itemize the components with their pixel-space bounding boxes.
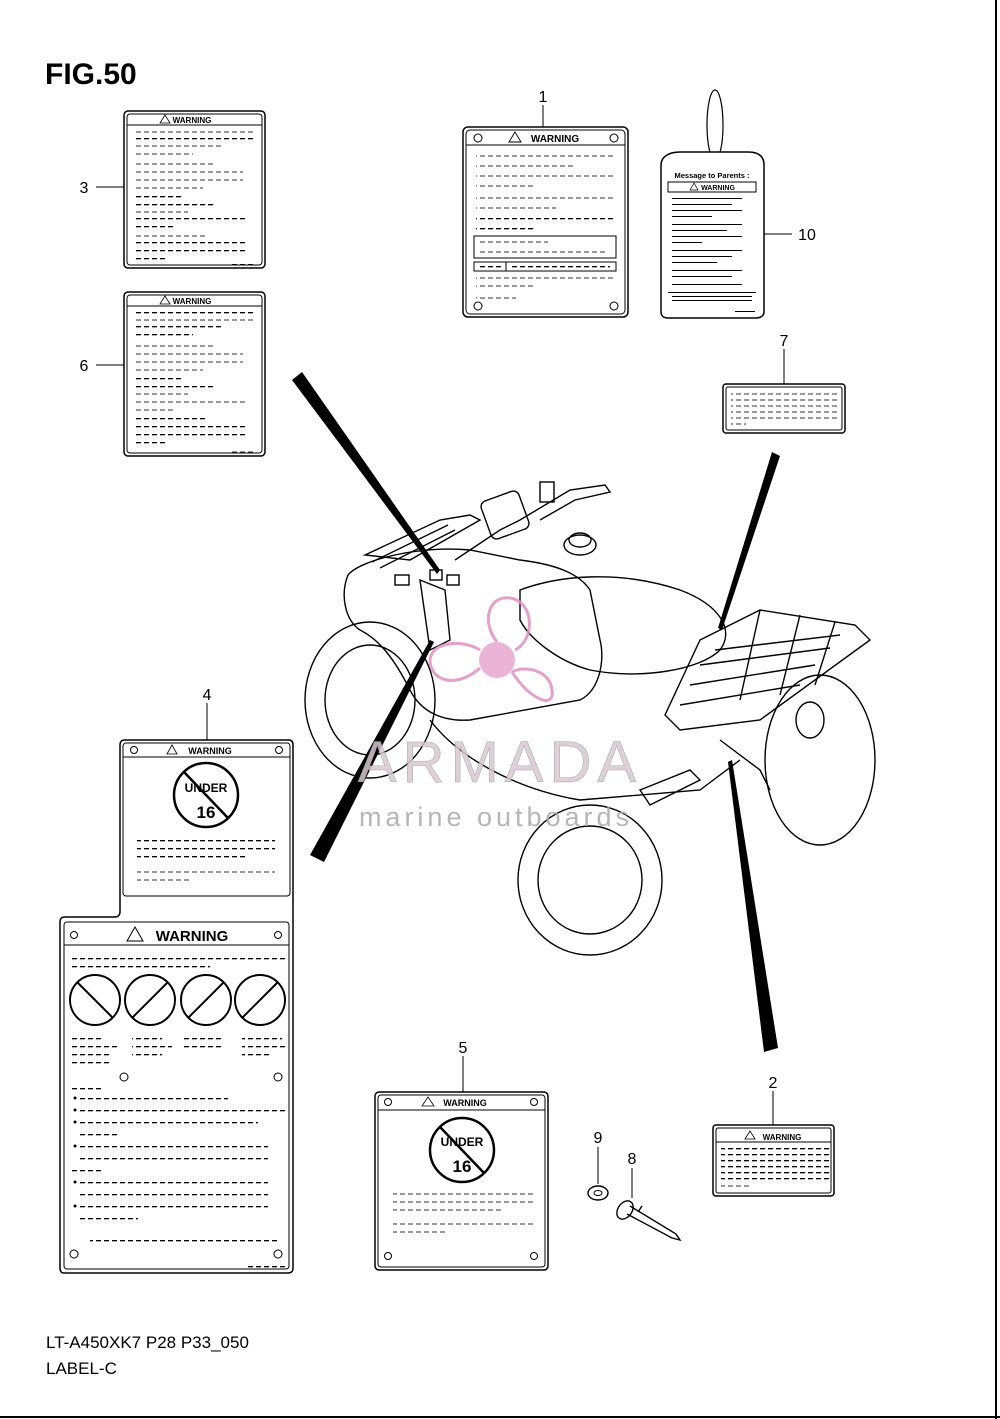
warning-triangle-icon — [166, 744, 178, 755]
warning-triangle-icon — [421, 1096, 435, 1107]
warning-text: WARNING — [531, 134, 580, 145]
svg-text:UNDER: UNDER — [441, 1135, 484, 1149]
warning-text: WARNING — [443, 1098, 487, 1108]
warning-text: WARNING — [701, 185, 735, 192]
message-to-parents-text: Message to Parents : — [674, 171, 749, 180]
callout-3: 3 — [80, 180, 89, 197]
leader-spikes — [292, 372, 780, 1052]
callout-7: 7 — [780, 333, 789, 350]
warning-triangle-icon — [159, 114, 171, 124]
svg-text:16: 16 — [197, 803, 216, 822]
category-label: LABEL-C — [46, 1359, 117, 1378]
svg-text:ARMADA: ARMADA — [358, 730, 642, 795]
label-7[interactable] — [722, 383, 846, 434]
callout-labels: 1 2 3 4 5 6 7 8 9 10 — [80, 89, 816, 1168]
callout-9: 9 — [594, 1130, 603, 1147]
callout-8: 8 — [628, 1151, 637, 1168]
warning-triangle-icon — [689, 182, 699, 191]
label-3[interactable]: WARNING — [123, 110, 266, 269]
callout-5: 5 — [459, 1040, 468, 1057]
figure-title: FIG.50 — [45, 58, 137, 91]
callout-2: 2 — [769, 1075, 778, 1092]
model-code: LT-A450XK7 P28 P33_050 — [46, 1333, 249, 1352]
warning-triangle-icon — [159, 295, 171, 305]
label-10[interactable]: Message to Parents : WARNING — [660, 89, 765, 319]
prohibition-icons — [69, 974, 286, 1026]
svg-text:marine outboards: marine outboards — [359, 802, 633, 832]
callout-10: 10 — [798, 227, 816, 244]
warning-text: WARNING — [763, 1133, 802, 1142]
svg-text:16: 16 — [453, 1157, 472, 1176]
callout-1: 1 — [539, 89, 548, 106]
callouts — [96, 105, 792, 1198]
callout-6: 6 — [80, 358, 89, 375]
warning-text: WARNING — [173, 297, 212, 306]
atv-illustration — [304, 481, 876, 956]
label-4[interactable]: WARNING UNDER 16 WARNING — [59, 739, 294, 1274]
label-2[interactable]: WARNING — [712, 1124, 835, 1197]
propeller-logo-icon — [428, 596, 554, 702]
armada-watermark: ARMADA marine outboards — [358, 596, 642, 832]
washer-part-9[interactable] — [587, 1185, 609, 1201]
callout-4: 4 — [203, 687, 212, 704]
warning-text: WARNING — [173, 116, 212, 125]
label-5[interactable]: WARNING UNDER 16 — [374, 1091, 549, 1271]
warning-text: WARNING — [156, 928, 229, 945]
under-16-icon: UNDER 16 — [172, 761, 240, 829]
svg-text:UNDER: UNDER — [185, 781, 228, 795]
rivet-part-8[interactable] — [614, 1198, 682, 1242]
under-16-icon: UNDER 16 — [428, 1116, 496, 1184]
label-1[interactable]: WARNING — [462, 126, 629, 318]
warning-triangle-icon — [508, 131, 522, 143]
warning-triangle-icon — [744, 1130, 756, 1140]
label-6[interactable]: WARNING — [123, 291, 266, 457]
warning-triangle-icon — [126, 925, 144, 942]
warning-text: WARNING — [188, 746, 232, 756]
